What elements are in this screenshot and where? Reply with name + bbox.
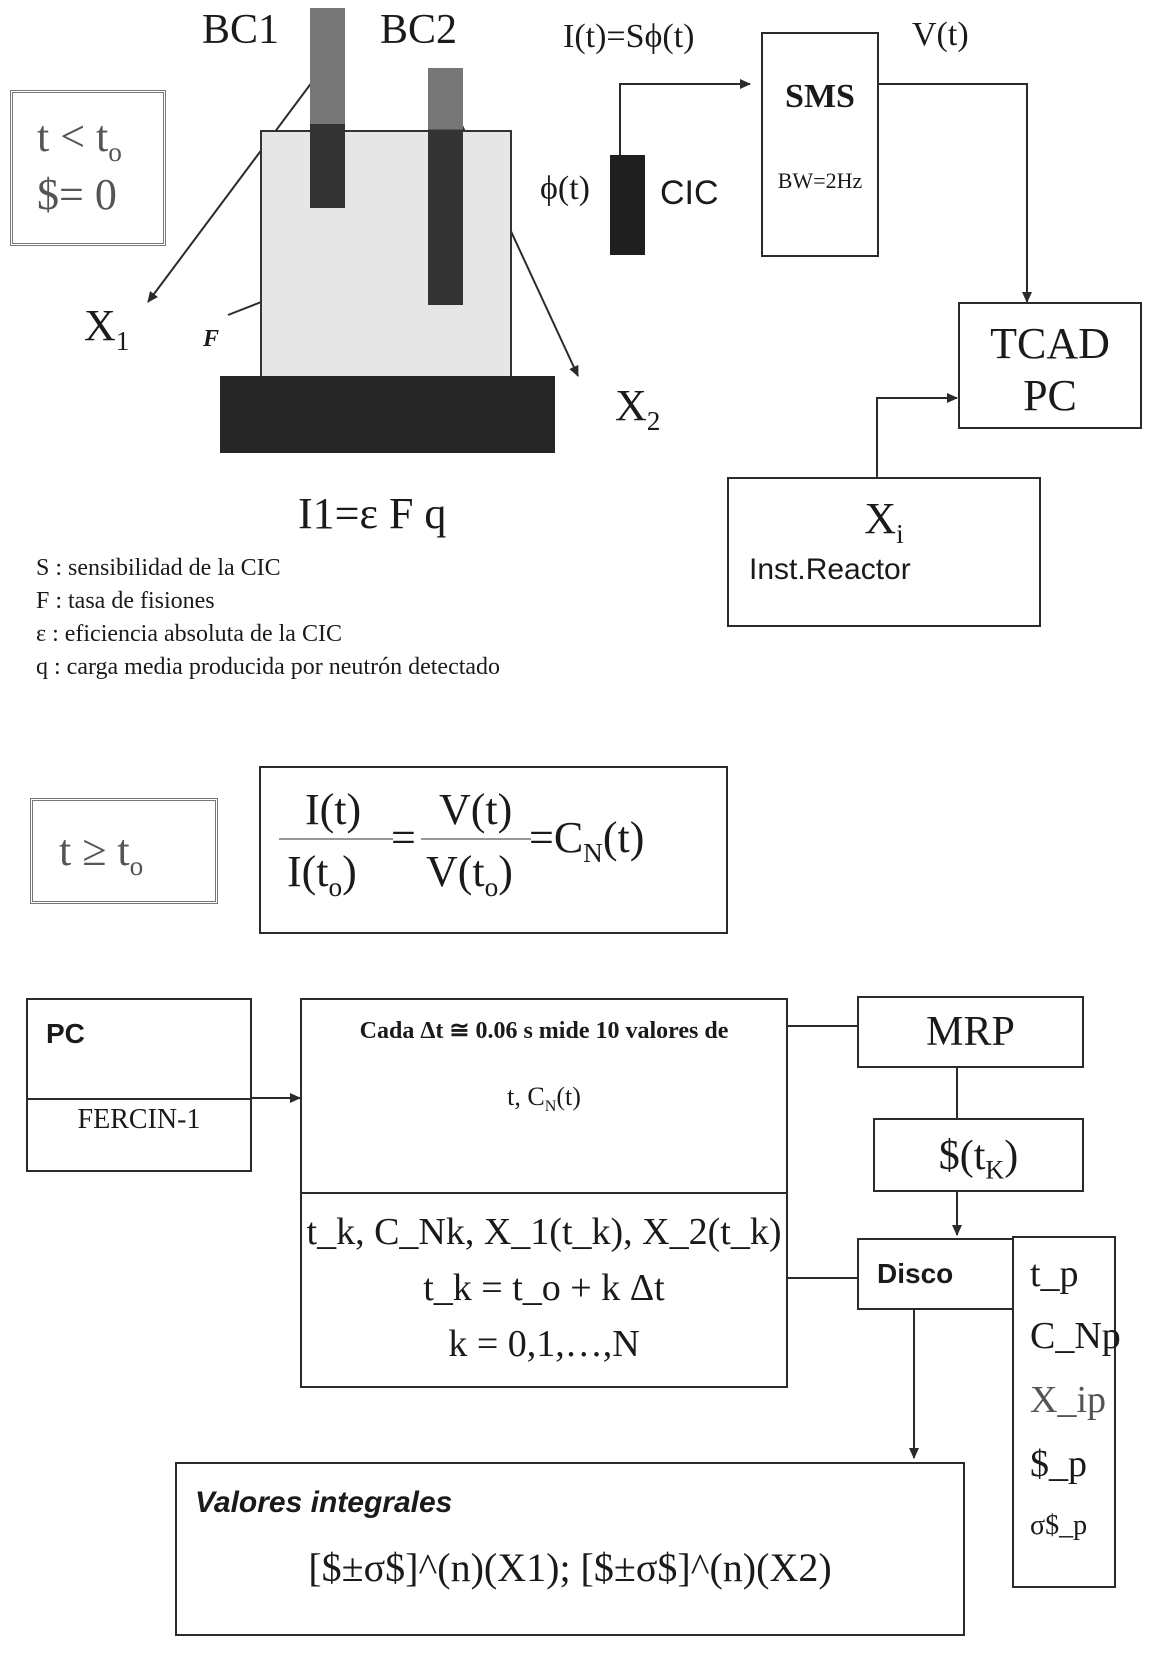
- inst-reactor-box: Xi Inst.Reactor: [727, 477, 1041, 627]
- ratio-box: I(t) I(to) = V(t) V(to) =CN(t): [259, 766, 728, 934]
- integral-values-box: Valores integrales [$±σ$]^(n)(X1); [$±σ$…: [175, 1462, 965, 1636]
- legend: S : sensibilidad de la CIC F : tasa de f…: [36, 552, 500, 684]
- condition-line-1: t < to: [37, 112, 122, 167]
- reactivity-label: $(tK): [938, 1133, 1019, 1185]
- legend-item-s: S : sensibilidad de la CIC: [36, 555, 281, 581]
- reactivity-box: $(tK): [873, 1118, 1084, 1192]
- bc2-label: BC2: [380, 7, 458, 53]
- arrow-inst-to-tcad: [876, 393, 958, 477]
- processing-box: Cada Δt ≅ 0.06 s mide 10 valores de t, C…: [300, 998, 788, 1388]
- sms-box: SMS BW=2Hz: [761, 32, 879, 257]
- proc-divider: [302, 1192, 786, 1194]
- side-sigma-p: σ$_p: [1030, 1510, 1088, 1541]
- side-xip: X_ip: [1030, 1379, 1106, 1421]
- ratio-num-2: V(t): [439, 785, 513, 834]
- legend-item-q: q : carga media producida por neutrón de…: [36, 654, 501, 680]
- stored-values-box: t_p C_Np X_ip $_p σ$_p: [1012, 1236, 1121, 1588]
- tcad-label: TCAD: [990, 319, 1110, 368]
- condition-t-after: t ≥ to: [30, 798, 218, 904]
- side-rho-p: $_p: [1030, 1443, 1087, 1485]
- side-cnp: C_Np: [1030, 1315, 1121, 1357]
- integral-formula: [$±σ$]^(n)(X1); [$±σ$]^(n)(X2): [308, 1545, 832, 1590]
- ratio-rhs: =CN(t): [529, 813, 645, 868]
- condition-t-before: t < to $= 0: [10, 90, 166, 246]
- side-tp: t_p: [1030, 1253, 1079, 1295]
- phi-label: ϕ(t): [540, 170, 590, 207]
- proc-line-5: k = 0,1,…,N: [448, 1323, 640, 1365]
- reactor-core: [260, 130, 512, 378]
- legend-item-epsilon: ε : eficiencia absoluta de la CIC: [36, 621, 342, 647]
- f-label: F: [203, 326, 220, 352]
- mrp-label: MRP: [926, 1009, 1015, 1055]
- arrow-sms-to-tcad: [877, 83, 1032, 303]
- pc-title: PC: [46, 1018, 85, 1049]
- sms-title: SMS: [785, 78, 855, 115]
- cic-detector: [610, 155, 645, 255]
- legend-item-f: F : tasa de fisiones: [36, 588, 215, 614]
- disco-label: Disco: [877, 1258, 954, 1289]
- xi-label: Xi: [864, 494, 904, 549]
- condition-after-label: t ≥ to: [59, 826, 144, 881]
- condition-line-2: $= 0: [37, 170, 117, 219]
- x2-label: X2: [615, 381, 661, 436]
- cic-label: CIC: [660, 174, 719, 212]
- pc-divider: [28, 1098, 250, 1100]
- ratio-equals: =: [391, 813, 416, 862]
- ratio-num-1: I(t): [305, 785, 362, 834]
- reactor-base: [220, 376, 555, 453]
- proc-line-1: Cada Δt ≅ 0.06 s mide 10 valores de: [359, 1018, 729, 1044]
- inst-reactor-label: Inst.Reactor: [749, 553, 911, 586]
- mrp-box: MRP: [857, 996, 1084, 1068]
- arrow-cic-to-sms: [619, 79, 751, 155]
- bc1-label: BC1: [202, 7, 280, 53]
- current-formula-label: I(t)=Sϕ(t): [563, 18, 695, 55]
- x1-label: X1: [84, 301, 130, 356]
- disco-box: Disco: [857, 1238, 1014, 1310]
- sms-bandwidth: BW=2Hz: [777, 168, 863, 193]
- proc-line-3: t_k, C_Nk, X_1(t_k), X_2(t_k): [306, 1211, 782, 1253]
- tcad-pc-label: PC: [1023, 371, 1077, 420]
- control-rod-bc1: [310, 8, 345, 208]
- fraction-bar-1: [279, 838, 393, 840]
- ratio-den-2: V(to): [426, 847, 513, 902]
- ratio-den-1: I(to): [287, 847, 357, 902]
- vt-label: V(t): [912, 16, 969, 53]
- integral-title: Valores integrales: [195, 1486, 453, 1519]
- reactor-formula: I1=ε F q: [298, 489, 447, 538]
- tcad-pc-box: TCAD PC: [958, 302, 1142, 429]
- arrow-bc1-to-x1: [147, 57, 331, 303]
- pc-program: FERCIN-1: [77, 1104, 201, 1135]
- fraction-bar-2: [421, 838, 531, 840]
- control-rod-bc2: [428, 68, 463, 305]
- proc-line-4: t_k = t_o + k Δt: [423, 1267, 665, 1309]
- pc-box: PC FERCIN-1: [26, 998, 252, 1172]
- proc-line-2: t, CN(t): [507, 1082, 581, 1116]
